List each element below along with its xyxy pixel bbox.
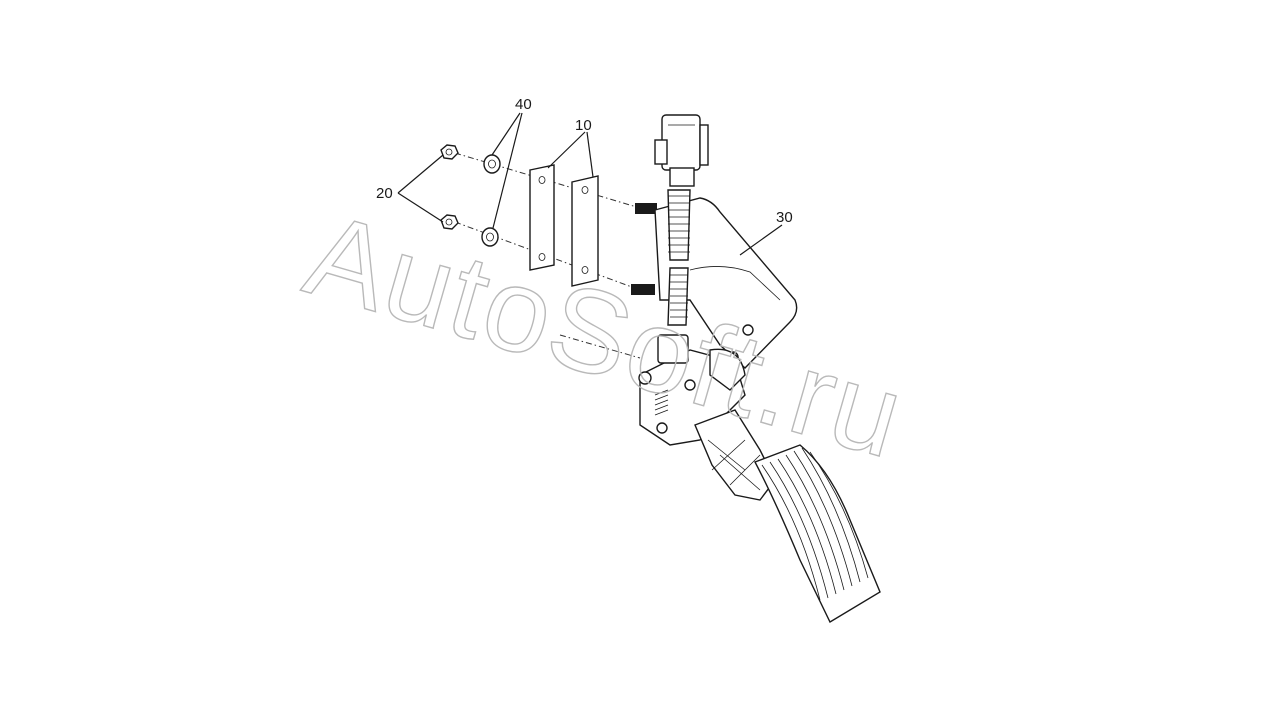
leader-lines bbox=[397, 112, 783, 256]
nut-upper bbox=[440, 144, 459, 160]
pedal-pad bbox=[754, 444, 881, 623]
callout-30: 30 bbox=[776, 209, 793, 226]
washer-lower bbox=[481, 227, 499, 247]
pedal-arm bbox=[694, 409, 776, 501]
washer-upper bbox=[483, 154, 501, 174]
spacer-plate-front bbox=[529, 164, 555, 271]
pedal-bracket bbox=[654, 197, 798, 369]
callout-40: 40 bbox=[515, 96, 532, 113]
electrical-connector bbox=[654, 114, 709, 187]
nut-lower bbox=[440, 214, 459, 230]
spacer-plate-rear bbox=[571, 175, 599, 287]
callout-20: 20 bbox=[376, 185, 393, 202]
wiring-harness bbox=[667, 189, 691, 326]
callout-10: 10 bbox=[575, 117, 592, 134]
studs bbox=[631, 203, 657, 295]
watermark-text: AutoSoft.ru bbox=[293, 188, 918, 484]
